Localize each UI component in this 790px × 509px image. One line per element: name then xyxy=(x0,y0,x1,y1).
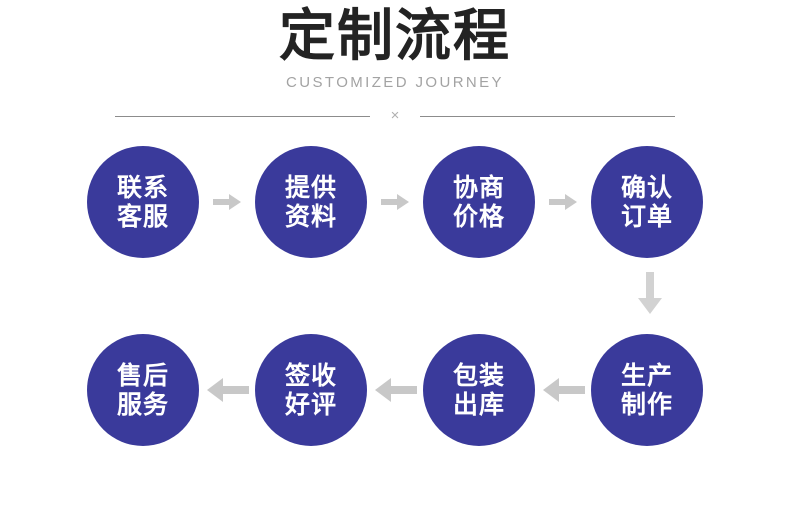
flow-node-label-line1: 确认 xyxy=(620,173,673,202)
arrow-right-icon xyxy=(213,194,241,210)
arrow-head xyxy=(375,378,391,402)
arrow-head xyxy=(397,194,409,210)
flow-node-label-line2: 出库 xyxy=(452,390,505,419)
page-subtitle: CUSTOMIZED JOURNEY xyxy=(286,74,504,91)
flow-row-bottom: 售后 服务 签收 好评 包装 出库 生产 制作 xyxy=(0,334,790,446)
flow-node-label-line1: 提供 xyxy=(284,173,337,202)
flow-node-label-line2: 好评 xyxy=(284,390,337,419)
flow-node-label-line2: 制作 xyxy=(620,390,673,419)
flow-node-after-sales-service[interactable]: 售后 服务 xyxy=(87,334,199,446)
arrow-shaft xyxy=(213,199,230,205)
header-divider: × xyxy=(115,107,675,126)
arrow-head xyxy=(543,378,559,402)
flow-node-label-line1: 包装 xyxy=(452,361,505,390)
arrow-shaft xyxy=(549,199,566,205)
arrow-head xyxy=(565,194,577,210)
arrow-head xyxy=(229,194,241,210)
page-title: 定制流程 xyxy=(279,4,511,69)
arrow-left-icon xyxy=(207,378,249,402)
flow-node-label-line2: 客服 xyxy=(116,202,169,231)
divider-line-left xyxy=(115,116,370,117)
flow-node-confirm-order[interactable]: 确认 订单 xyxy=(591,146,703,258)
flow-node-sign-and-review[interactable]: 签收 好评 xyxy=(255,334,367,446)
page-header: 定制流程 CUSTOMIZED JOURNEY xyxy=(0,0,790,92)
flow-node-label-line1: 售后 xyxy=(116,361,169,390)
arrow-down-icon xyxy=(638,272,662,314)
flow-node-label-line1: 联系 xyxy=(116,173,169,202)
flow-node-label-line2: 服务 xyxy=(116,390,169,419)
arrow-right-icon xyxy=(549,194,577,210)
flow-node-production[interactable]: 生产 制作 xyxy=(591,334,703,446)
flow-row-top: 联系 客服 提供 资料 协商 价格 确认 订单 xyxy=(0,146,790,258)
flow-node-provide-materials[interactable]: 提供 资料 xyxy=(255,146,367,258)
arrow-head xyxy=(638,298,662,314)
arrow-left-icon xyxy=(375,378,417,402)
flow-node-package-and-ship[interactable]: 包装 出库 xyxy=(423,334,535,446)
divider-cross-icon: × xyxy=(390,107,400,124)
flow-node-label-line2: 资料 xyxy=(284,202,337,231)
flow-node-contact-service[interactable]: 联系 客服 xyxy=(87,146,199,258)
arrow-right-icon xyxy=(381,194,409,210)
flow-node-label-line1: 生产 xyxy=(620,361,673,390)
flow-node-label-line2: 价格 xyxy=(452,202,505,231)
arrow-shaft xyxy=(221,386,249,394)
flow-node-label-line2: 订单 xyxy=(620,202,673,231)
flow-node-label-line1: 协商 xyxy=(452,173,505,202)
arrow-shaft xyxy=(381,199,398,205)
arrow-shaft xyxy=(557,386,585,394)
arrow-head xyxy=(207,378,223,402)
arrow-left-icon xyxy=(543,378,585,402)
flow-node-label-line1: 签收 xyxy=(284,361,337,390)
flow-node-negotiate-price[interactable]: 协商 价格 xyxy=(423,146,535,258)
arrow-shaft xyxy=(389,386,417,394)
divider-line-right xyxy=(420,116,675,117)
arrow-shaft xyxy=(646,272,654,300)
